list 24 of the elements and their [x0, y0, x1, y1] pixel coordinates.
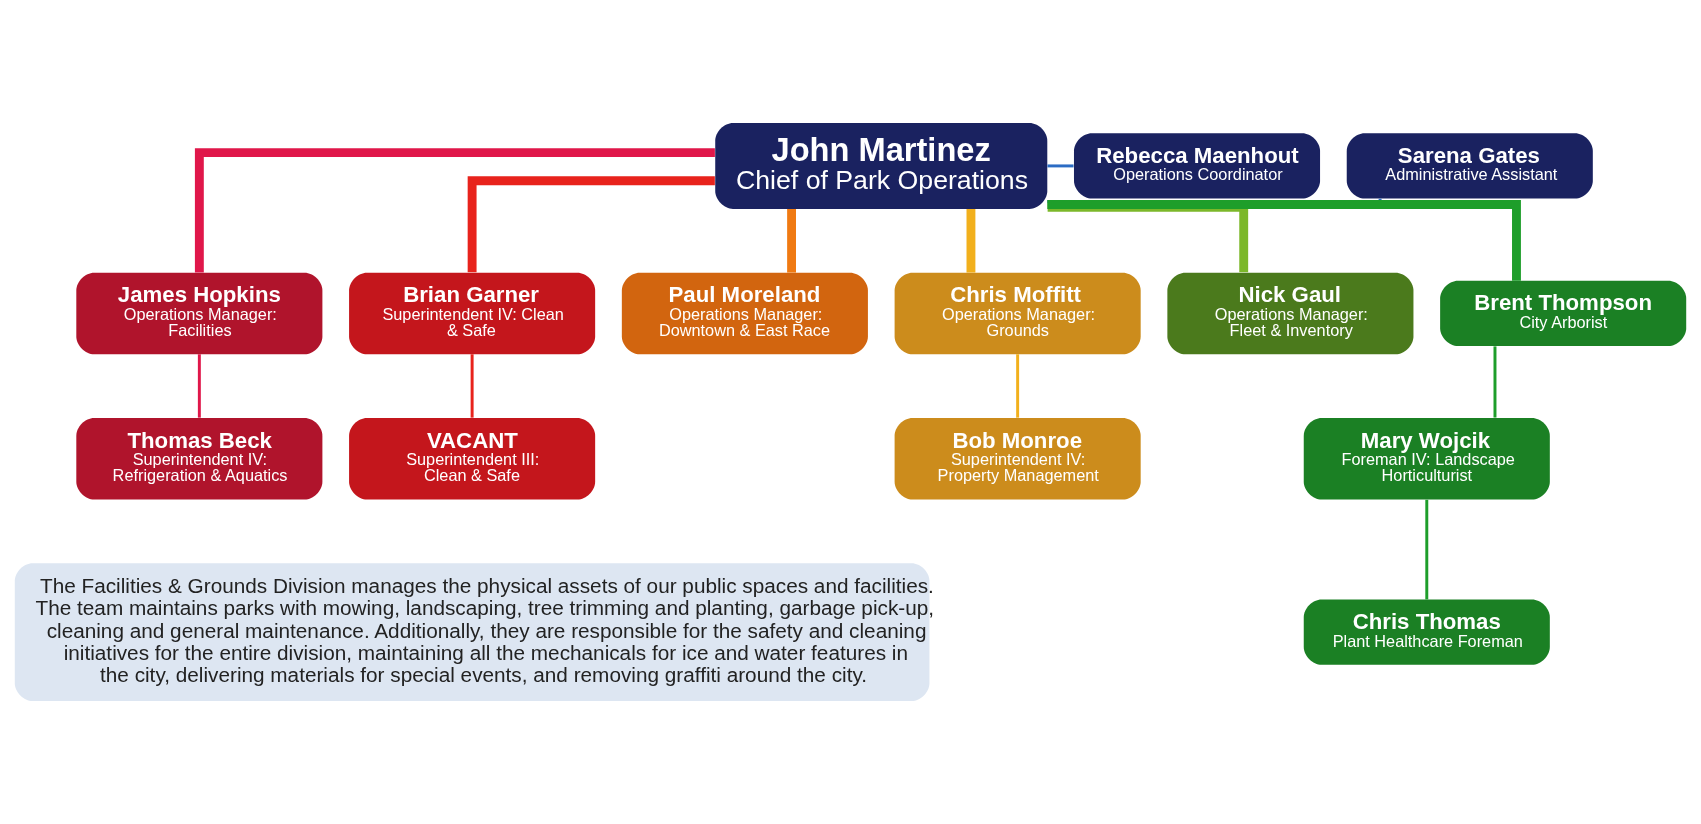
node-box: John Martinez Chief of Park Operations	[715, 122, 1048, 209]
connector	[1016, 354, 1020, 418]
connector	[470, 354, 474, 418]
connector	[194, 148, 715, 273]
connector	[1425, 499, 1429, 600]
node-box: Mary Wojcik Foreman IV: Landscape Horticulturist	[1303, 417, 1550, 500]
connector	[966, 209, 976, 273]
node-box: Nick Gaul Operations Manager: Fleet & Inventory	[1167, 272, 1414, 355]
node-box: Brent Thompson City Arborist	[1440, 280, 1687, 347]
node-box: James Hopkins Operations Manager: Facilities	[76, 272, 323, 355]
node-box: Chris Thomas Plant Healthcare Foreman	[1303, 599, 1550, 665]
node-box: Brian Garner Superintendent IV: Clean & Safe	[349, 272, 596, 355]
connector	[197, 354, 201, 418]
node-box: VACANT Superintendent III: Clean & Safe	[349, 417, 596, 500]
node-box: Rebecca Maenhout Operations Coordinator	[1073, 133, 1321, 199]
node-box: Paul Moreland Operations Manager: Downtown & East Race	[621, 272, 868, 355]
connector	[467, 176, 715, 273]
connector	[787, 209, 796, 273]
node-box: Chris Moffitt Operations Manager: Grounds	[894, 272, 1141, 355]
connector	[1493, 346, 1497, 418]
node-box: Sarena Gates Administrative Assistant	[1346, 133, 1593, 199]
connector	[1047, 164, 1074, 168]
node-box: Thomas Beck Superintendent IV: Refrigeration & Aquatics	[76, 417, 323, 500]
node-box: Bob Monroe Superintendent IV: Property Management	[894, 417, 1141, 500]
